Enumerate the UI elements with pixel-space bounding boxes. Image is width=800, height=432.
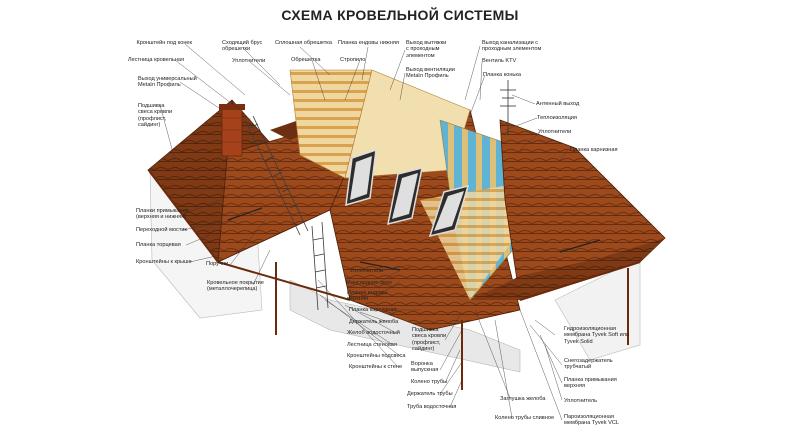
antenna (500, 80, 516, 135)
label-derzhatel-truby: Держатель трубы (407, 391, 453, 397)
label-planka-endovy-verh: Планка ендовы верхняя (347, 290, 388, 303)
label-vyhod-univ: Выход универсальный Metalл Профиль (138, 76, 197, 89)
label-vyhod-kanalizacii: Выход канализации с проходным элементом (482, 40, 542, 53)
label-uplotnitel-c: Уплотнитель (350, 268, 384, 274)
label-kronshtein-konek: Кронштейн под конек (136, 40, 192, 46)
label-krovelnoe-pokrytie: Кровельное покрытие (металлочерепица) (207, 280, 264, 293)
label-uplotniteli-r: Уплотнители (538, 129, 572, 135)
label-truba-vodostochnaya: Труба водосточная (407, 404, 457, 410)
label-stropilo: Стропило (340, 57, 366, 63)
label-planki-primykaniya-left: Планки примыкания (верхняя и нижняя) (136, 208, 189, 221)
label-planka-endovy-nizh: Планка ендовы нижняя (338, 40, 399, 46)
label-poruchni: Поручни (206, 261, 229, 267)
label-paroizolyaciya: Пароизоляционная мембрана Tyvek VCL (564, 414, 619, 427)
gutter-system (149, 171, 641, 390)
label-shodyashchiy-brus: Сходящий брус обрешетки (222, 40, 263, 53)
label-vyhod-vytyazhki: Выход вытяжки с проходным элементом (406, 40, 447, 59)
label-teploizolyaciya: Теплоизоляция (537, 115, 577, 121)
label-snegozaderzhatel: Снегозадержатель трубчатый (564, 358, 613, 371)
diagram-title: СХЕМА КРОВЕЛЬНОЙ СИСТЕМЫ (281, 7, 519, 23)
label-voronka: Воронка выпускная (411, 361, 439, 374)
roof-windows (345, 148, 470, 238)
label-planka-karniznaya-c: Планка карнизная (349, 307, 397, 313)
label-uplotniteli-top: Уплотнители (232, 58, 266, 64)
label-sploshnaya: Сплошная обрешетка (275, 40, 332, 46)
label-vyhod-ventilyacii: Выход вентиляции Metalл Профиль (406, 67, 455, 80)
label-koleno-sliv: Колено трубы сливное (495, 415, 555, 421)
label-lestnica-krov: Лестница кровельная (127, 57, 184, 63)
label-podshivka-sves-c: Подшивка свеса кровли (профлист, сайдинг… (412, 327, 447, 353)
label-koleno-truby: Колено трубы (411, 379, 448, 385)
label-perehodnoy-mostik: Переходной мостик (136, 227, 187, 233)
label-zaglushka: Заглушка желоба (500, 396, 546, 402)
label-antennyy-vyhod: Антенный выход (536, 101, 580, 107)
roof-ladder (244, 115, 309, 236)
label-planka-primykaniya-verh: Планка примыкания верхняя (564, 377, 617, 390)
label-mansardnoe-okno: Мансардное окно (346, 280, 392, 286)
label-ventil-ktv: Вентиль KTV (482, 58, 517, 64)
leader-lines (159, 43, 569, 421)
label-kronshteyny-podsves: Кронштейны подсвеса (347, 353, 406, 359)
label-kronshteyny-stene: Кронштейны к стене (349, 364, 403, 370)
label-planka-konka: Планка конька (483, 72, 522, 78)
label-gidroizolyaciya: Гидроизоляционная мембрана Tyvek Soft ил… (564, 326, 630, 345)
snow-guards (227, 207, 601, 271)
label-uplotnitel-r: Уплотнитель (564, 398, 598, 404)
label-planka-karniznaya-r: Планка карнизная (570, 147, 618, 153)
label-derzhatel-zheloba: Держатель желоба (349, 319, 399, 325)
label-planka-torcevaya: Планка торцевая (136, 242, 181, 248)
label-zhelob: Желоб водосточный (347, 330, 400, 336)
label-kronshteyny-krysha: Кронштейны к крыше (136, 259, 192, 265)
label-lestnica-stenovaya: Лестница стеновая (347, 342, 397, 348)
chimney (219, 104, 245, 157)
label-podshivka-sves-top: Подшивка свеса кровли (профлист, сайдинг… (138, 103, 173, 129)
label-obreshetka: Обрешетка (291, 57, 321, 63)
